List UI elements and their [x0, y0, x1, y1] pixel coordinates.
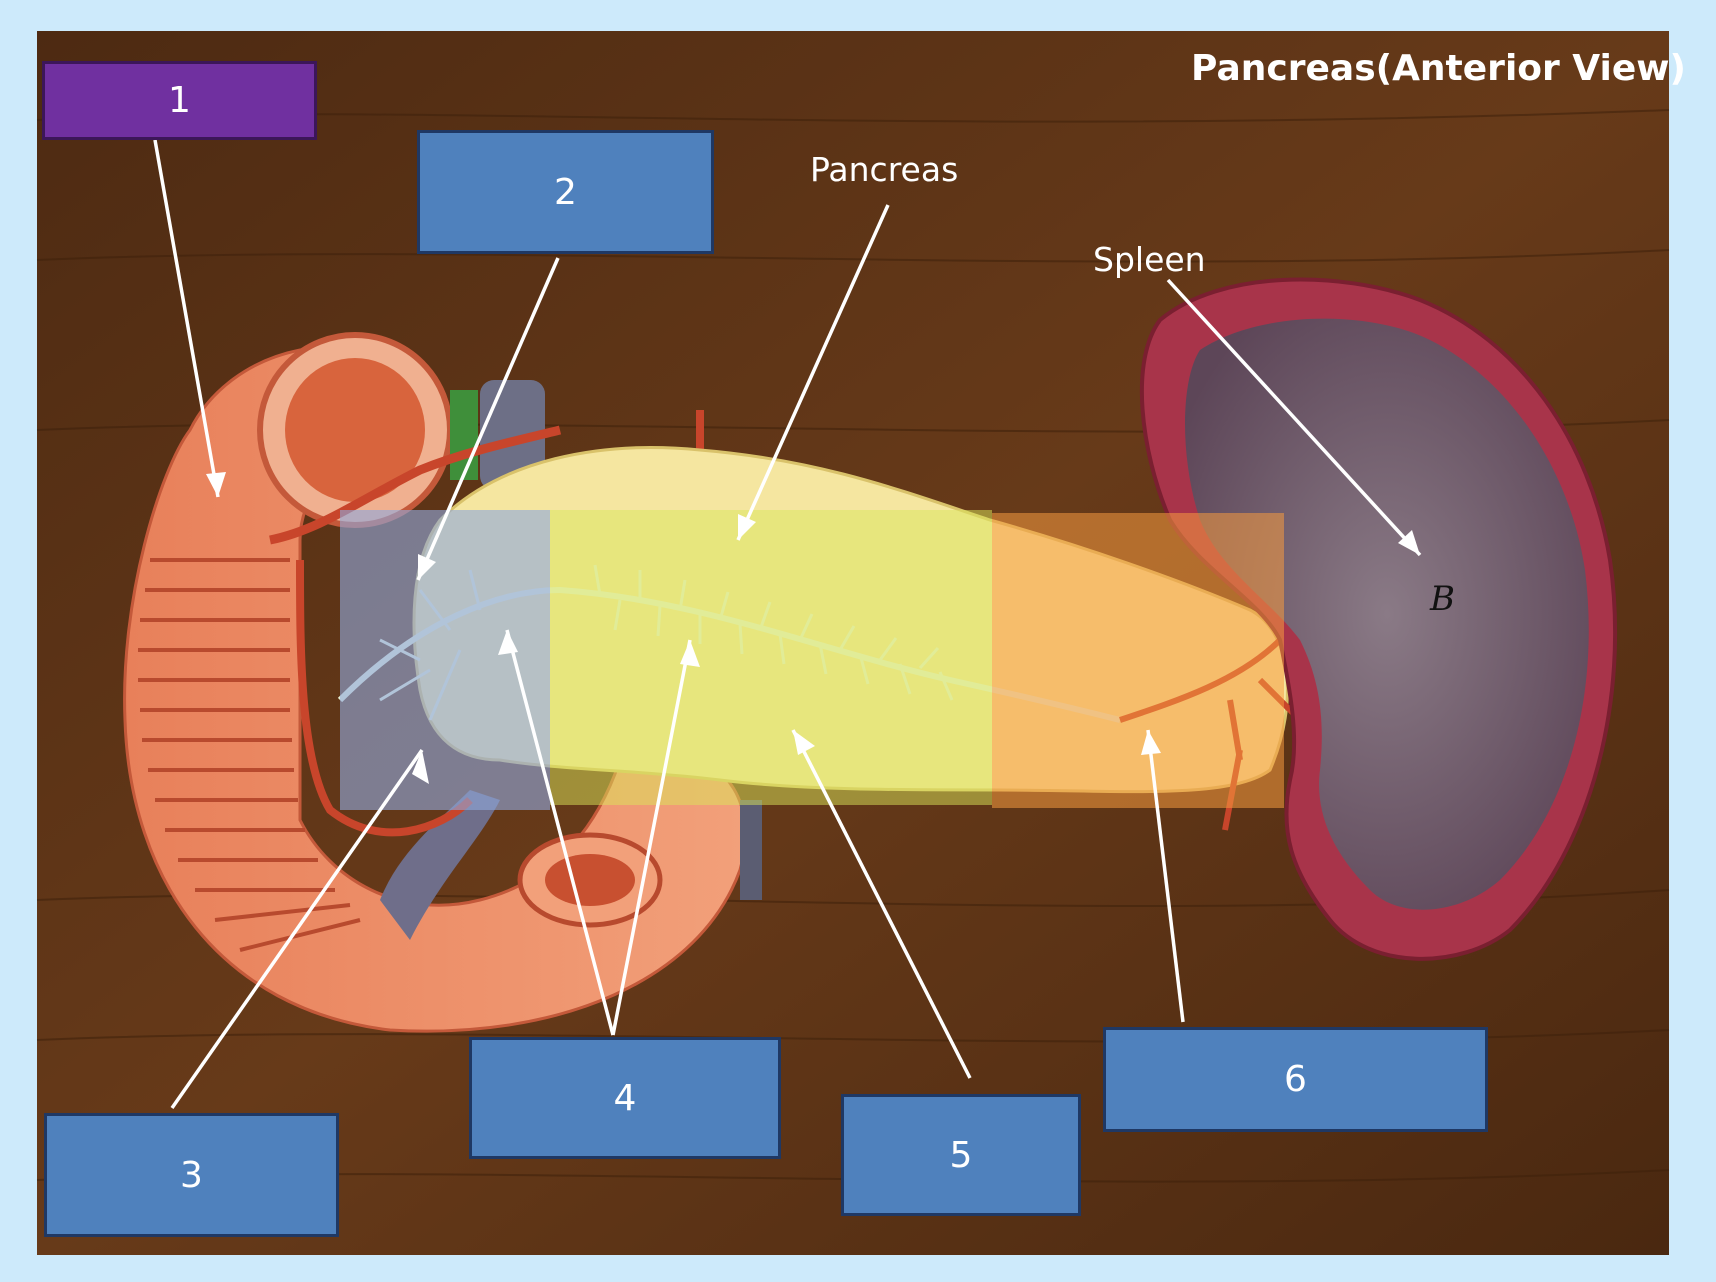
- green-vessel: [450, 390, 478, 480]
- arrowhead-3: [412, 750, 429, 784]
- label-box-6[interactable]: 6: [1103, 1027, 1488, 1132]
- leader-3: [170, 748, 424, 1110]
- arrowhead-2: [418, 554, 436, 580]
- duodenum-lumen: [285, 358, 425, 502]
- leader-4b: [611, 639, 692, 1036]
- leader-4a: [505, 629, 615, 1036]
- jejunum-lumen: [545, 854, 635, 906]
- leader-1: [153, 139, 220, 498]
- arrowheads: [206, 472, 1420, 784]
- arrowhead-6: [1141, 730, 1161, 755]
- leader-spleen: [1166, 278, 1422, 557]
- duodenum-folds: [138, 558, 361, 952]
- label-box-4[interactable]: 4: [469, 1037, 781, 1159]
- vein-lower: [380, 790, 500, 940]
- spleen-cut-surface: [1185, 318, 1589, 910]
- label-box-3[interactable]: 3: [44, 1113, 339, 1237]
- slide-title: Pancreas(Anterior View): [1191, 48, 1686, 89]
- arrowhead-4b: [680, 640, 700, 667]
- spleen-mark: B: [1429, 579, 1455, 619]
- region-orange: [992, 513, 1284, 808]
- label-box-5[interactable]: 5: [841, 1094, 1081, 1216]
- artery-hepatic: [269, 425, 562, 545]
- vein-right-stub: [740, 800, 762, 900]
- arrowhead-spleen: [1398, 530, 1420, 555]
- leader-pancreas: [736, 204, 890, 541]
- arrowhead-4a: [498, 630, 518, 655]
- region-yellow: [550, 510, 992, 805]
- leader-lines: [153, 139, 1422, 1110]
- label-spleen: Spleen: [1093, 240, 1206, 279]
- arrowhead-5: [793, 730, 815, 755]
- leader-2: [416, 257, 560, 581]
- portal-vein: [480, 380, 545, 490]
- label-box-1[interactable]: 1: [42, 61, 317, 140]
- label-box-2[interactable]: 2: [417, 130, 714, 254]
- label-pancreas: Pancreas: [810, 150, 959, 189]
- artery-sma: [296, 559, 473, 837]
- leader-5: [791, 729, 972, 1079]
- region-blue: [340, 510, 550, 810]
- arrowhead-pancreas: [738, 514, 756, 540]
- arrowhead-1: [206, 472, 226, 497]
- leader-6: [1146, 729, 1185, 1023]
